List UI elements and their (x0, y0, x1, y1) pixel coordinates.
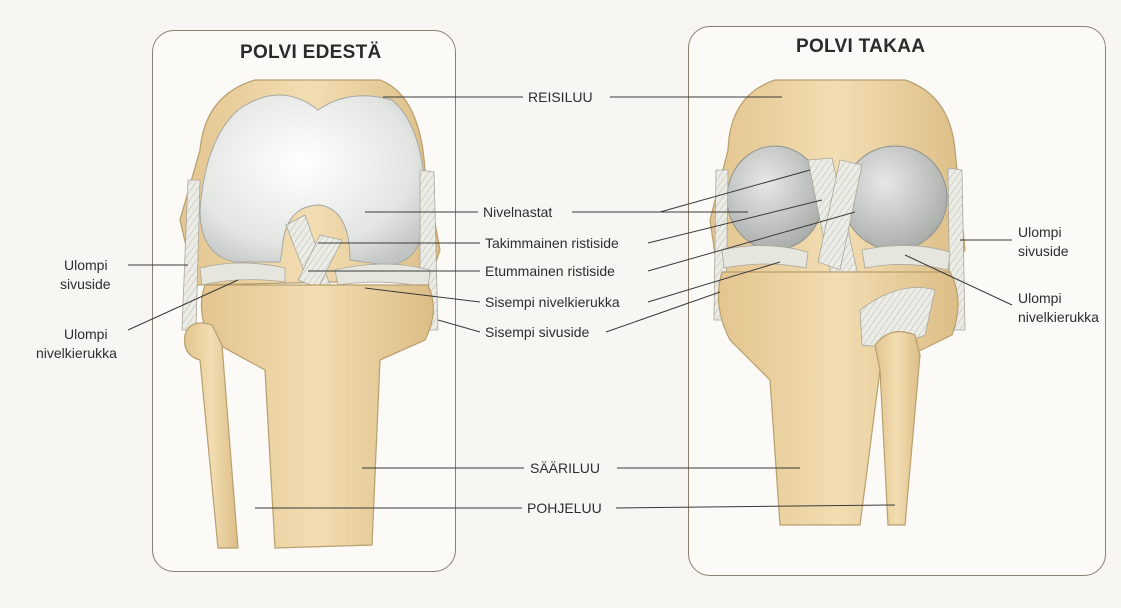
front-tibia (201, 285, 433, 548)
label-etummainen-ristiside: Etummainen ristiside (485, 262, 615, 280)
front-view-title: POLVI EDESTÄ (240, 42, 382, 64)
label-takimmainen-ristiside: Takimmainen ristiside (485, 234, 619, 252)
label-sisempi-sivuside: Sisempi sivuside (485, 323, 589, 341)
label-right-ulompi-sivuside-line2: sivuside (1018, 242, 1069, 260)
label-left-ulompi-nivelkierukka-line2: nivelkierukka (36, 344, 117, 362)
label-left-ulompi-nivelkierukka-line1: Ulompi (64, 325, 108, 343)
label-reisiluu: REISILUU (528, 88, 593, 106)
back-condyle-right (843, 146, 947, 250)
label-nivelnastat: Nivelnastat (483, 203, 552, 221)
back-view-title: POLVI TAKAA (796, 36, 925, 58)
back-knee (710, 80, 965, 525)
label-right-ulompi-nivelkierukka-line1: Ulompi (1018, 289, 1062, 307)
label-left-ulompi-sivuside-line2: sivuside (60, 275, 111, 293)
front-fibula (185, 323, 238, 548)
label-left-ulompi-sivuside-line1: Ulompi (64, 256, 108, 274)
front-knee (180, 80, 440, 548)
label-right-ulompi-nivelkierukka-line2: nivelkierukka (1018, 308, 1099, 326)
label-saariluu: SÄÄRILUU (530, 459, 600, 477)
label-sisempi-nivelkierukka: Sisempi nivelkierukka (485, 293, 620, 311)
label-right-ulompi-sivuside-line1: Ulompi (1018, 223, 1062, 241)
back-fibula (875, 332, 920, 525)
label-pohjeluu: POHJELUU (527, 499, 602, 517)
